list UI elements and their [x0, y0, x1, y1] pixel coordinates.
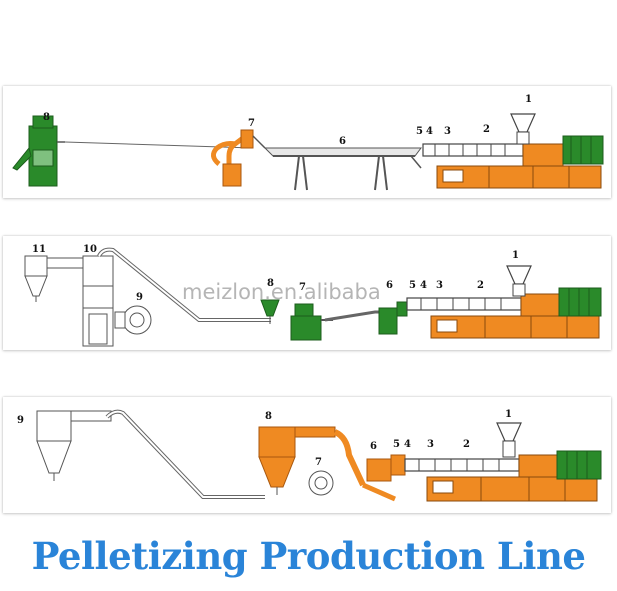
motor	[556, 450, 602, 480]
air-knife-dryer	[211, 129, 266, 187]
page-title: Pelletizing Production Line	[31, 534, 586, 578]
label-9: 9	[136, 292, 143, 303]
label-3: 3	[444, 126, 451, 137]
line-3-diagram: 9 8 7 6 5 4 3 2 1	[17, 409, 602, 502]
extruder-barrel	[404, 458, 520, 472]
watermark: meizlon.en.alibaba	[182, 280, 381, 304]
label-2: 2	[463, 439, 470, 450]
label-4: 4	[426, 126, 433, 137]
motor	[562, 135, 604, 165]
blower-fan	[308, 470, 334, 496]
line-1-diagram: 8 7 6 5 4 3 2 1	[12, 94, 604, 191]
label-6: 6	[339, 136, 346, 147]
label-4: 4	[420, 280, 427, 291]
cyclone-separator	[24, 255, 88, 302]
feed-hopper	[506, 265, 532, 297]
extruder-base	[436, 165, 602, 189]
production-line-3: 9 8 7 6 5 4 3 2 1	[3, 397, 611, 513]
orange-cyclone	[258, 426, 366, 495]
label-7: 7	[248, 118, 255, 129]
label-1: 1	[525, 94, 532, 105]
conveying-pipe	[105, 409, 265, 499]
die-face-cutter	[361, 454, 406, 502]
production-line-2: 11 10 9 8 7 6 5 4 3 2 1	[3, 236, 611, 350]
feed-hopper	[510, 113, 536, 145]
label-11: 11	[32, 244, 46, 255]
storage-silo	[82, 255, 114, 347]
vibrating-screen	[290, 303, 333, 341]
label-7: 7	[315, 457, 322, 468]
label-4: 4	[404, 439, 411, 450]
small-cyclone	[260, 299, 280, 324]
label-8: 8	[265, 411, 272, 422]
pelletizer-machine	[12, 115, 65, 187]
motor	[558, 287, 602, 317]
production-line-1: 8 7 6 5 4 3 2 1	[3, 86, 611, 198]
blower-fan	[114, 305, 152, 335]
label-7: 7	[299, 282, 306, 293]
label-2: 2	[483, 124, 490, 135]
line-2-diagram: 11 10 9 8 7 6 5 4 3 2 1	[24, 244, 602, 347]
feed-hopper	[496, 422, 522, 458]
cyclone-separator	[36, 410, 112, 481]
label-6: 6	[370, 441, 377, 452]
label-3: 3	[436, 280, 443, 291]
cooling-water-tank	[263, 147, 422, 191]
label-1: 1	[512, 250, 519, 261]
label-6: 6	[386, 280, 393, 291]
extruder-base	[430, 315, 600, 339]
label-3: 3	[427, 439, 434, 450]
extruder-barrel	[422, 143, 524, 157]
label-10: 10	[83, 244, 97, 255]
label-5: 5	[393, 439, 400, 450]
label-9: 9	[17, 415, 24, 426]
label-5: 5	[409, 280, 416, 291]
label-8: 8	[43, 112, 50, 123]
extruder-base	[426, 476, 598, 502]
label-2: 2	[477, 280, 484, 291]
die-face-cutter	[378, 301, 408, 335]
label-1: 1	[505, 409, 512, 420]
label-8: 8	[267, 278, 274, 289]
label-5: 5	[416, 126, 423, 137]
